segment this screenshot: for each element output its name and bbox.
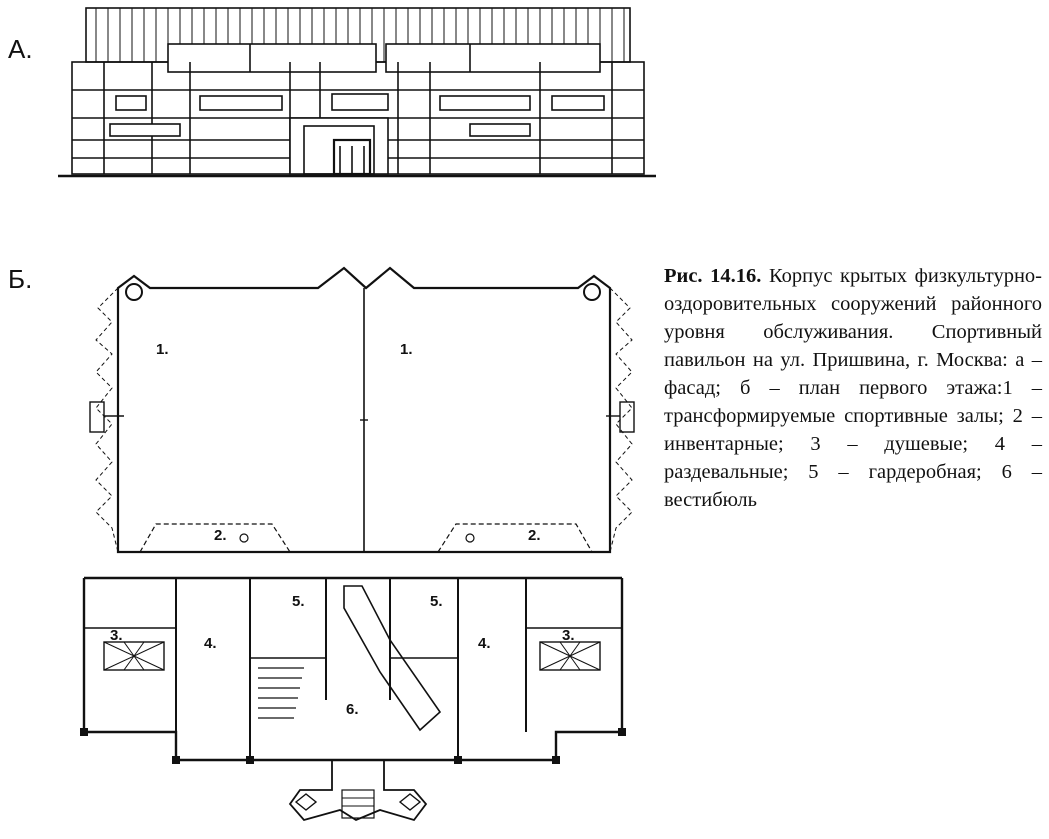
figure-caption: Рис. 14.16. Корпус крытых физкультурно-о… xyxy=(664,262,1042,514)
room-label-cloak-left: 5. xyxy=(292,593,305,610)
facade-elevation xyxy=(58,7,656,178)
room-label-cloak-right: 5. xyxy=(430,593,443,610)
plan-room-labels: 1. 1. 2. 2. 3. 3. 4. 4. 5. 5. 6. xyxy=(110,341,575,718)
panel-label-b: Б. xyxy=(8,264,33,294)
facade-attic-ribs xyxy=(95,8,625,62)
panel-label-a: А. xyxy=(8,34,33,64)
room-label-hall-left: 1. xyxy=(156,341,169,358)
figure-caption-text: Корпус крытых физкультурно-оздоровительн… xyxy=(664,265,1043,511)
room-label-shower-left: 3. xyxy=(110,627,123,644)
room-label-storage-left: 2. xyxy=(214,527,227,544)
room-label-lobby: 6. xyxy=(346,701,359,718)
room-label-locker-right: 4. xyxy=(478,635,491,652)
room-label-storage-right: 2. xyxy=(528,527,541,544)
ground-floor-plan xyxy=(80,266,635,822)
room-label-shower-right: 3. xyxy=(562,627,575,644)
room-label-hall-right: 1. xyxy=(400,341,413,358)
room-label-locker-left: 4. xyxy=(204,635,217,652)
figure-number: Рис. 14.16. xyxy=(664,265,762,287)
